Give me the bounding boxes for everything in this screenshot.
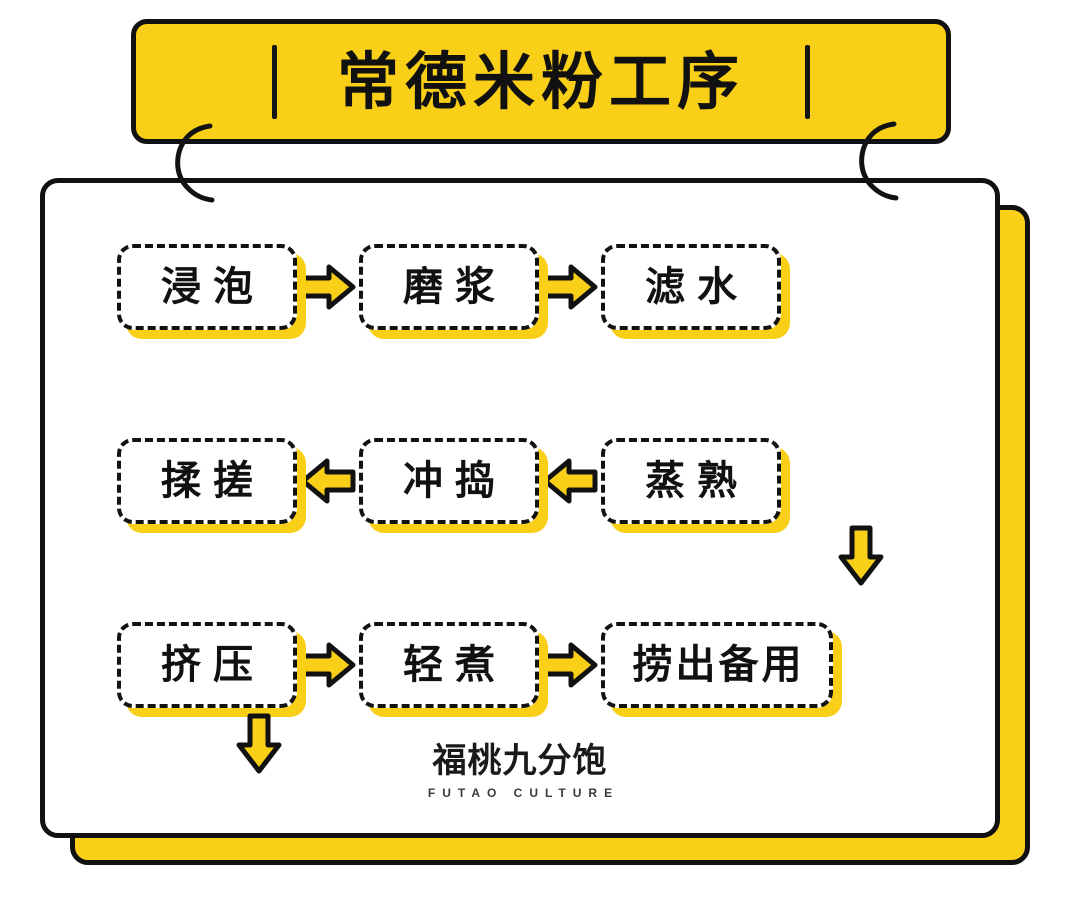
step-label: 挤压 (161, 642, 265, 688)
step-node[interactable]: 磨浆 (359, 244, 548, 339)
flow-row-1: 浸泡 磨浆 滤水 (45, 239, 995, 339)
footer-logo: 福桃九分饱 FUTAO CULTURE (45, 741, 995, 801)
step-node-box: 磨浆 (359, 244, 539, 330)
step-label: 冲捣 (403, 458, 507, 504)
title-banner: 常德米粉工序 (131, 19, 951, 144)
step-node[interactable]: 揉搓 (117, 438, 306, 533)
flow-row-3: 挤压 轻煮 捞出备用 (45, 617, 995, 717)
process-flow: 浸泡 磨浆 滤水 (45, 183, 995, 833)
step-node-box: 蒸熟 (601, 438, 781, 524)
arrow-down-icon (236, 713, 282, 774)
flow-arrow (539, 262, 601, 312)
step-node-box: 浸泡 (117, 244, 297, 330)
step-node-box: 冲捣 (359, 438, 539, 524)
step-node[interactable]: 轻煮 (359, 622, 548, 717)
flow-arrow (297, 262, 359, 312)
flow-arrow (539, 640, 601, 690)
flow-arrow (297, 456, 359, 506)
step-node[interactable]: 冲捣 (359, 438, 548, 533)
step-node[interactable]: 捞出备用 (601, 622, 842, 717)
arrow-left-icon (300, 458, 356, 504)
step-label: 轻煮 (403, 642, 507, 688)
flow-row-2: 揉搓 冲捣 蒸熟 (45, 433, 995, 533)
brand-name-en: FUTAO CULTURE (427, 786, 620, 801)
step-node[interactable]: 蒸熟 (601, 438, 790, 533)
title-right-tick-icon (805, 44, 810, 119)
step-label: 磨浆 (403, 264, 507, 310)
step-node[interactable]: 浸泡 (117, 244, 306, 339)
arrow-left-icon (542, 458, 598, 504)
step-node-box: 揉搓 (117, 438, 297, 524)
step-label: 浸泡 (161, 264, 265, 310)
step-node-box: 捞出备用 (601, 622, 833, 708)
step-node-box: 滤水 (601, 244, 781, 330)
flow-arrow (539, 456, 601, 506)
process-card: 浸泡 磨浆 滤水 (40, 178, 1000, 838)
step-label: 蒸熟 (645, 458, 749, 504)
step-label: 捞出备用 (632, 642, 805, 688)
step-node[interactable]: 挤压 (117, 622, 306, 717)
flow-arrow (297, 640, 359, 690)
step-node[interactable]: 滤水 (601, 244, 790, 339)
step-node-box: 挤压 (117, 622, 297, 708)
step-label: 滤水 (645, 264, 749, 310)
title-left-tick-icon (271, 44, 277, 119)
title-banner-inner: 常德米粉工序 (271, 44, 810, 119)
step-node-box: 轻煮 (359, 622, 539, 708)
brand-name-cn: 福桃九分饱 (432, 741, 608, 781)
page-title: 常德米粉工序 (336, 44, 745, 118)
arrow-down-icon (838, 525, 884, 586)
arrow-right-icon (542, 264, 598, 310)
arrow-right-icon (542, 642, 598, 688)
step-label: 揉搓 (161, 458, 265, 504)
arrow-right-icon (300, 264, 356, 310)
arrow-right-icon (300, 642, 356, 688)
